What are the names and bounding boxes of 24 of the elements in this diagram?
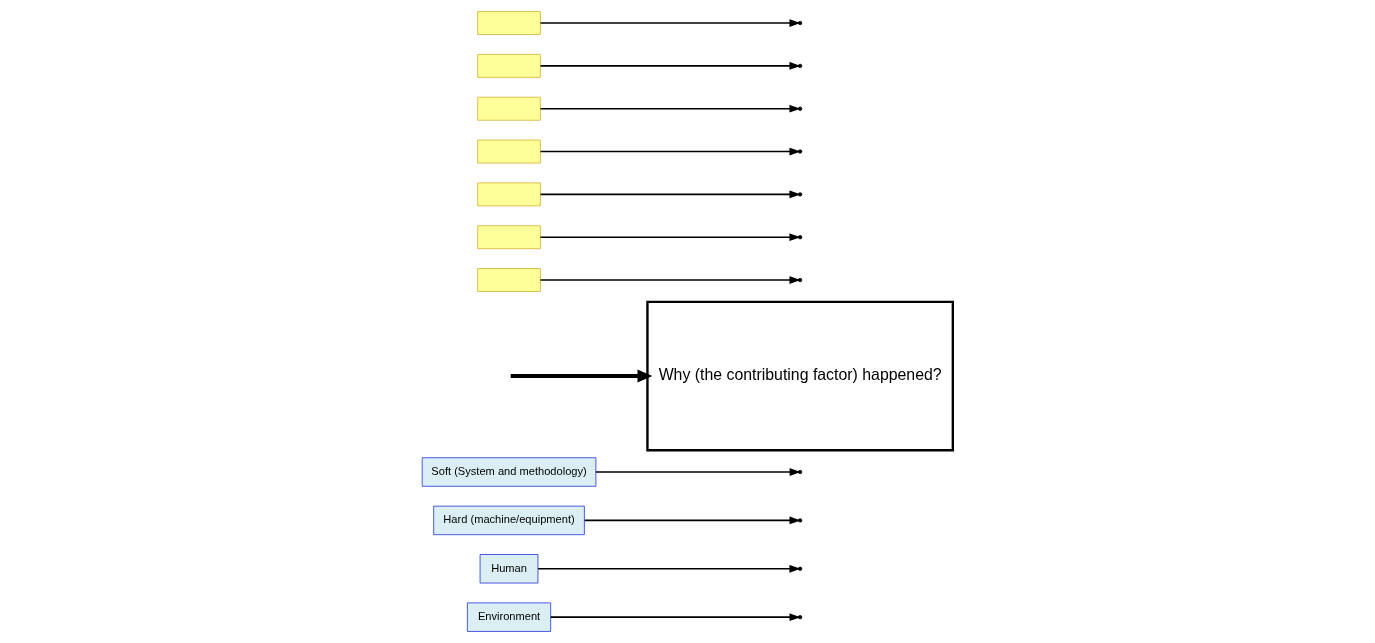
arrow (583, 516, 801, 525)
node-box: Soft (System and methodology) (421, 457, 597, 487)
arrow (595, 468, 801, 476)
node-box (477, 11, 541, 35)
arrow (539, 147, 801, 156)
node-box (477, 139, 541, 164)
node-box (477, 182, 541, 207)
node-box: Human (479, 554, 539, 584)
arrow (539, 19, 801, 27)
arrow (539, 233, 801, 242)
arrow (549, 613, 801, 622)
arrow (539, 276, 801, 284)
arrow (539, 62, 801, 70)
arrow (539, 104, 801, 113)
node-box (477, 225, 541, 250)
node-box: Hard (machine/equipment) (433, 505, 585, 536)
arrow (537, 564, 801, 573)
arrow (510, 369, 653, 383)
arrow (539, 190, 801, 199)
node-box: Why (the contributing factor) happened? (646, 300, 955, 452)
node-box (477, 96, 541, 121)
node-box (477, 54, 541, 78)
node-box: Environment (467, 602, 552, 632)
node-box (477, 268, 541, 292)
